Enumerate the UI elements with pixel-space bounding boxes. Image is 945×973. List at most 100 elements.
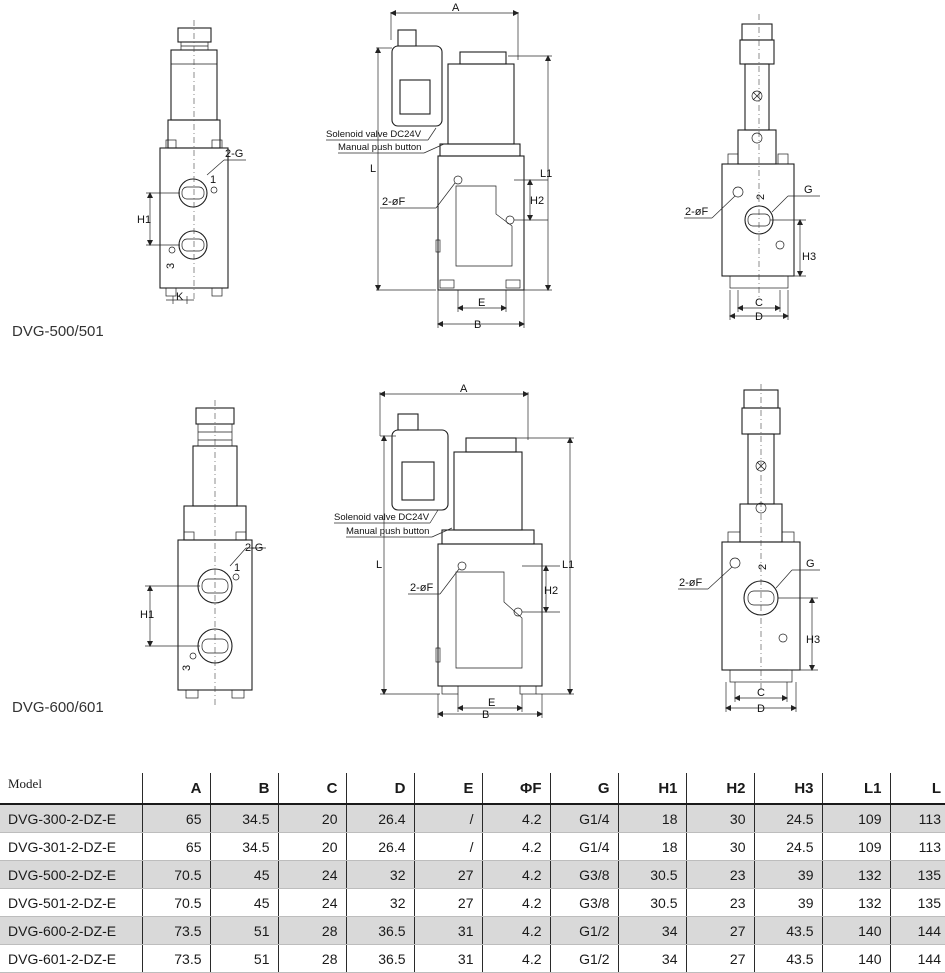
value-cell: G1/2: [550, 916, 619, 945]
value-cell: 144: [890, 916, 945, 945]
column-header: L1: [822, 773, 891, 805]
model-cell: DVG-501-2-DZ-E: [0, 888, 143, 917]
hole-label-600: 2-øF: [410, 582, 434, 594]
technical-drawing: H1 2-G 1 3 K DVG-500/501 A L: [12, 2, 820, 721]
column-header: D: [346, 773, 415, 805]
value-cell: G1/4: [550, 832, 619, 861]
column-header: L: [890, 773, 945, 805]
model-cell: DVG-301-2-DZ-E: [0, 832, 143, 861]
value-cell: 32: [346, 860, 415, 889]
value-cell: 30.5: [618, 860, 687, 889]
front-view-500: H1 2-G 1 3 K: [137, 20, 246, 304]
column-header: E: [414, 773, 483, 805]
value-cell: 24: [278, 860, 347, 889]
value-cell: 4.2: [482, 888, 551, 917]
value-cell: 30: [686, 832, 755, 861]
value-cell: /: [414, 804, 483, 833]
value-cell: 34.5: [210, 804, 279, 833]
port-2-label: 2: [755, 194, 767, 200]
h2-label: H2: [530, 195, 544, 207]
model-cell: DVG-300-2-DZ-E: [0, 804, 143, 833]
port-2-label-600: 2: [757, 564, 769, 570]
c-label: C: [755, 297, 763, 309]
value-cell: 45: [210, 860, 279, 889]
value-cell: 135: [890, 888, 945, 917]
value-cell: 39: [754, 888, 823, 917]
solenoid-note-600: Solenoid valve DC24V: [334, 512, 430, 523]
value-cell: 34: [618, 916, 687, 945]
b-label: B: [474, 319, 481, 331]
end-hole-label: 2-øF: [685, 206, 709, 218]
l-label-600: L: [376, 559, 382, 571]
port-label-600: 2-G: [245, 542, 263, 554]
value-cell: 70.5: [142, 888, 211, 917]
value-cell: 36.5: [346, 944, 415, 973]
value-cell: 34: [618, 944, 687, 973]
value-cell: 51: [210, 916, 279, 945]
value-cell: 20: [278, 804, 347, 833]
value-cell: 39: [754, 860, 823, 889]
solenoid-note: Solenoid valve DC24V: [326, 129, 422, 140]
value-cell: 109: [822, 804, 891, 833]
value-cell: 65: [142, 832, 211, 861]
value-cell: 34.5: [210, 832, 279, 861]
value-cell: 43.5: [754, 944, 823, 973]
value-cell: 28: [278, 944, 347, 973]
column-header: H2: [686, 773, 755, 805]
l1-label: L1: [540, 168, 552, 180]
value-cell: 4.2: [482, 804, 551, 833]
value-cell: 113: [890, 804, 945, 833]
model-cell: DVG-601-2-DZ-E: [0, 944, 143, 973]
l1-label-600: L1: [562, 559, 574, 571]
b-label-600: B: [482, 709, 489, 721]
column-header: A: [142, 773, 211, 805]
value-cell: G3/8: [550, 888, 619, 917]
column-header: C: [278, 773, 347, 805]
value-cell: 31: [414, 944, 483, 973]
value-cell: G3/8: [550, 860, 619, 889]
model-cell: DVG-600-2-DZ-E: [0, 916, 143, 945]
a-label-600: A: [460, 383, 468, 395]
h3-label: H3: [802, 251, 816, 263]
value-cell: 140: [822, 944, 891, 973]
model-cell: DVG-500-2-DZ-E: [0, 860, 143, 889]
end-view-500: 2 2-øF G H3 C D: [684, 14, 820, 323]
value-cell: 51: [210, 944, 279, 973]
value-cell: 4.2: [482, 860, 551, 889]
value-cell: 27: [414, 860, 483, 889]
port-label: 2-G: [225, 148, 243, 160]
d-label-600: D: [757, 703, 765, 715]
value-cell: 36.5: [346, 916, 415, 945]
manual-note: Manual push button: [338, 142, 421, 153]
model-label-500: DVG-500/501: [12, 323, 104, 340]
a-label: A: [452, 2, 460, 14]
e-label-600: E: [488, 697, 495, 709]
value-cell: 4.2: [482, 832, 551, 861]
port-1-label: 1: [210, 174, 216, 186]
value-cell: 27: [686, 916, 755, 945]
value-cell: /: [414, 832, 483, 861]
end-view-600: 2 2-øF G H3 C D: [678, 384, 820, 715]
hole-label: 2-øF: [382, 196, 406, 208]
value-cell: 23: [686, 860, 755, 889]
column-header: H1: [618, 773, 687, 805]
value-cell: 73.5: [142, 944, 211, 973]
value-cell: 65: [142, 804, 211, 833]
value-cell: 4.2: [482, 916, 551, 945]
h2-label-600: H2: [544, 585, 558, 597]
value-cell: 23: [686, 888, 755, 917]
value-cell: 109: [822, 832, 891, 861]
end-hole-label-600: 2-øF: [679, 577, 703, 589]
value-cell: G1/4: [550, 804, 619, 833]
value-cell: 28: [278, 916, 347, 945]
value-cell: 26.4: [346, 832, 415, 861]
value-cell: 70.5: [142, 860, 211, 889]
side-view-600: A L L1 H2 2-øF Solenoid valve DC24V: [334, 383, 574, 721]
value-cell: 140: [822, 916, 891, 945]
